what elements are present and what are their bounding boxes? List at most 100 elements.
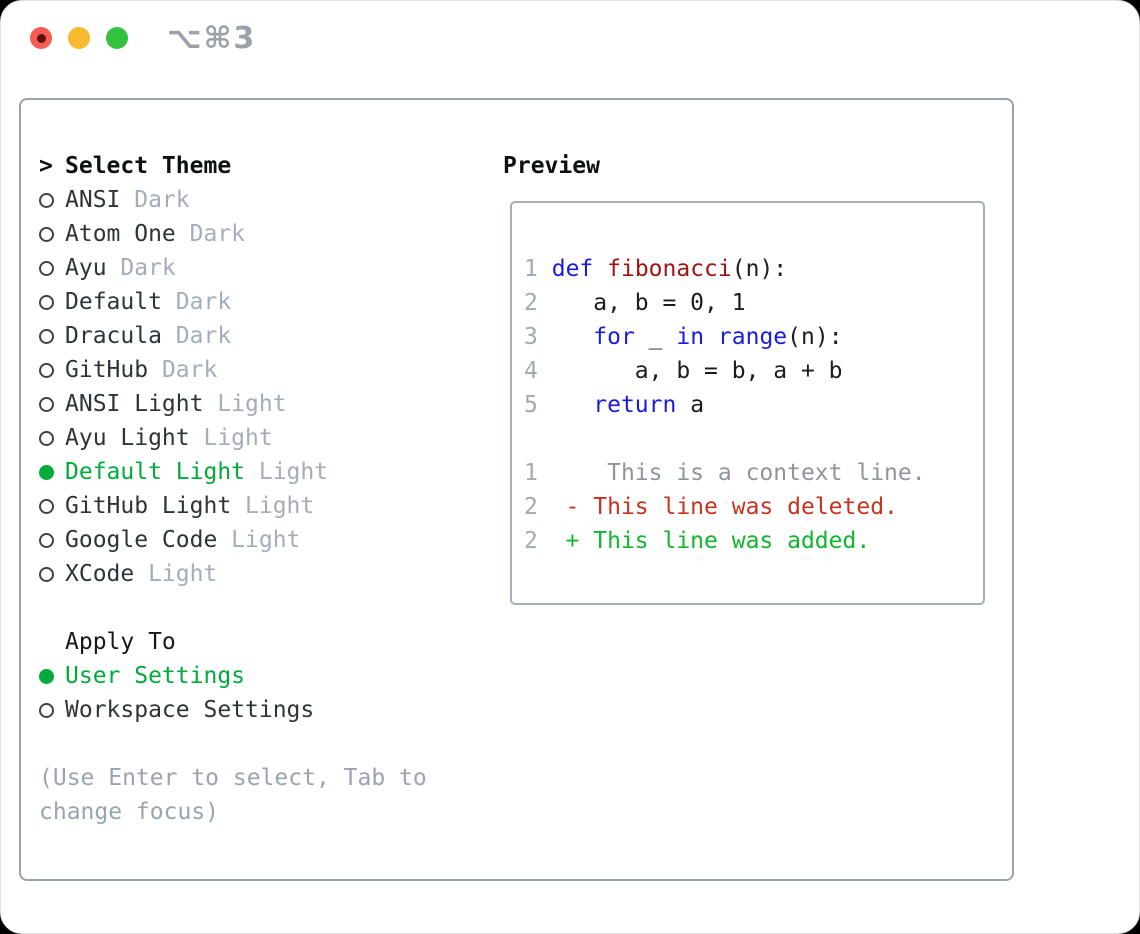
- theme-variant-label: Light: [217, 527, 301, 553]
- radio-cell: [39, 464, 65, 480]
- radio-unselected-icon: [39, 532, 54, 548]
- apply-to-option-label: User Settings: [65, 663, 246, 689]
- theme-option-atom-one[interactable]: Atom One Dark: [39, 217, 427, 251]
- theme-variant-label: Light: [134, 561, 218, 587]
- radio-unselected-icon: [39, 498, 54, 514]
- theme-option-label: ANSI Light: [65, 391, 204, 417]
- radio-unselected-icon: [39, 702, 54, 718]
- diff-text: - This line was deleted.: [537, 494, 898, 520]
- apply-to-option-label: Workspace Settings: [65, 697, 315, 723]
- code-token: def: [551, 256, 594, 282]
- code-token: _: [634, 324, 677, 350]
- theme-variant-label: Dark: [175, 221, 246, 247]
- line-number: 1: [524, 256, 538, 282]
- theme-option-label: XCode: [65, 561, 135, 587]
- theme-option-google-code[interactable]: Google Code Light: [39, 523, 427, 557]
- blank-line: [524, 422, 983, 456]
- code-token: fibonacci: [607, 256, 732, 282]
- line-number: 2: [524, 290, 538, 316]
- code-line-2: 2 a, b = 0, 1: [524, 286, 983, 320]
- line-number: 2: [524, 494, 538, 520]
- radio-cell: [39, 294, 65, 310]
- theme-option-label: Ayu Light: [65, 425, 190, 451]
- prompt-icon: >: [39, 153, 53, 179]
- code-line-5: 5 return a: [524, 388, 983, 422]
- apply-to-option-user-settings[interactable]: User Settings: [39, 659, 427, 693]
- radio-unselected-icon: [39, 192, 54, 208]
- radio-selected-icon: [39, 668, 54, 684]
- radio-cell: [39, 430, 65, 446]
- theme-option-label: Dracula: [65, 323, 162, 349]
- close-button[interactable]: [30, 27, 52, 49]
- line-number: 1: [524, 460, 538, 486]
- window-shortcut-label: ⌥⌘3: [167, 21, 257, 56]
- theme-variant-label: Dark: [106, 255, 176, 281]
- diff-text: + This line was added.: [537, 528, 871, 554]
- diff-line-added: 2 + This line was added.: [524, 524, 983, 558]
- preview-title: Preview: [503, 153, 600, 179]
- spacer: [39, 591, 427, 625]
- select-theme-title: Select Theme: [65, 153, 232, 179]
- hint-line-1: (Use Enter to select, Tab to: [39, 765, 427, 791]
- code-token: a, b = b, a + b: [634, 358, 843, 384]
- code-token: a: [676, 392, 705, 418]
- select-theme-header-row: > Select Theme: [39, 149, 427, 183]
- code-token: for: [593, 324, 635, 350]
- radio-cell: [39, 498, 65, 514]
- radio-cell: [39, 362, 65, 378]
- hint-line-2: change focus): [39, 799, 220, 825]
- theme-option-default-light[interactable]: Default Light Light: [39, 455, 427, 489]
- theme-option-label: GitHub: [65, 357, 149, 383]
- radio-cell: [39, 566, 65, 582]
- radio-unselected-icon: [39, 226, 54, 242]
- radio-cell: [39, 396, 65, 412]
- theme-option-dracula[interactable]: Dracula Dark: [39, 319, 427, 353]
- radio-selected-icon: [39, 464, 54, 480]
- minimize-button[interactable]: [68, 27, 90, 49]
- theme-option-xcode[interactable]: XCode Light: [39, 557, 427, 591]
- line-number: 5: [524, 392, 538, 418]
- radio-cell: [39, 702, 65, 718]
- theme-option-ayu[interactable]: Ayu Dark: [39, 251, 427, 285]
- window-controls: [30, 27, 128, 49]
- zoom-button[interactable]: [106, 27, 128, 49]
- spacer: [39, 727, 427, 761]
- theme-option-ansi-light[interactable]: ANSI Light Light: [39, 387, 427, 421]
- code-line-1: 1 def fibonacci(n):: [524, 252, 983, 286]
- theme-option-ayu-light[interactable]: Ayu Light Light: [39, 421, 427, 455]
- radio-unselected-icon: [39, 430, 54, 446]
- theme-variant-label: Dark: [148, 357, 218, 383]
- radio-cell: [39, 532, 65, 548]
- code-line-3: 3 for _ in range(n):: [524, 320, 983, 354]
- theme-variant-label: Dark: [161, 323, 232, 349]
- theme-option-ansi[interactable]: ANSI Dark: [39, 183, 427, 217]
- diff-lines: 1 This is a context line.2 - This line w…: [524, 456, 983, 558]
- apply-to-title: Apply To: [65, 629, 176, 655]
- code-token: a, b = 0, 1: [593, 290, 746, 316]
- theme-option-label: Atom One: [65, 221, 176, 247]
- code-token: return: [593, 392, 677, 418]
- radio-cell: [39, 192, 65, 208]
- code-line-4: 4 a, b = b, a + b: [524, 354, 983, 388]
- close-button-dot-icon: [36, 33, 46, 43]
- theme-option-label: Google Code: [65, 527, 218, 553]
- theme-option-default[interactable]: Default Dark: [39, 285, 427, 319]
- theme-variant-label: Dark: [161, 289, 232, 315]
- line-number: 4: [524, 358, 538, 384]
- theme-option-github[interactable]: GitHub Dark: [39, 353, 427, 387]
- diff-line-context: 1 This is a context line.: [524, 456, 983, 490]
- radio-cell: [39, 260, 65, 276]
- code-token: [704, 324, 718, 350]
- apply-to-option-workspace-settings[interactable]: Workspace Settings: [39, 693, 427, 727]
- diff-line-deleted: 2 - This line was deleted.: [524, 490, 983, 524]
- code-token: [593, 256, 607, 282]
- theme-option-github-light[interactable]: GitHub Light Light: [39, 489, 427, 523]
- radio-unselected-icon: [39, 328, 54, 344]
- code-token: in: [676, 324, 705, 350]
